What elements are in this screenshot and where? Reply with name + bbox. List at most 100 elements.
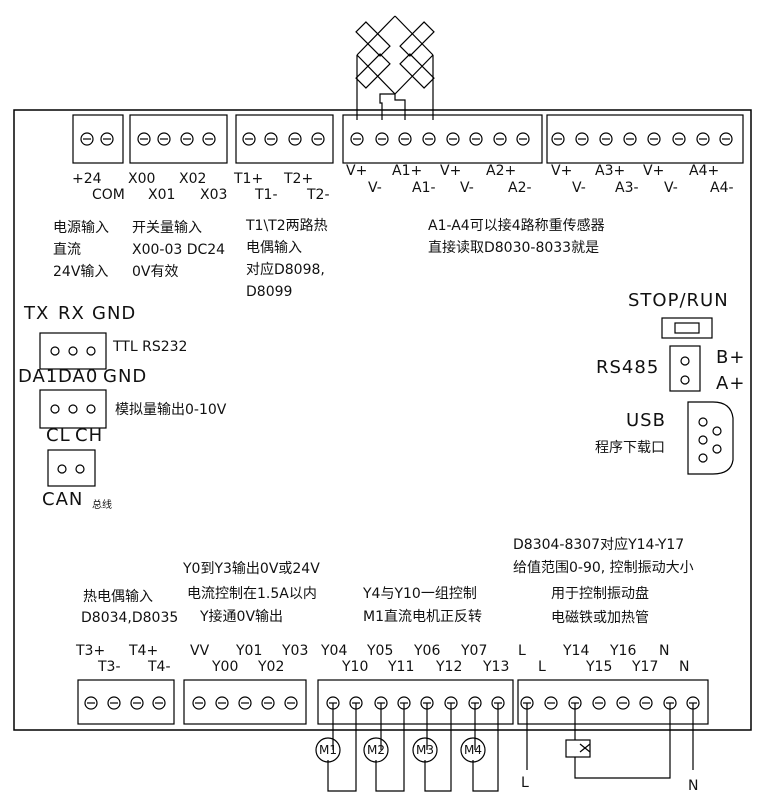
label-y12: Y12	[436, 659, 463, 675]
note-weigh-2: 直接读取D8030-8033就是	[428, 240, 600, 256]
right-connectors	[661, 317, 734, 475]
motor-m3	[412, 737, 438, 763]
connector-pin	[86, 404, 96, 414]
label-stop-run: STOP/RUN	[628, 290, 729, 311]
note-t34-2: D8034,D8035	[81, 610, 179, 626]
label-analog-output: 模拟量输出0-10V	[115, 402, 227, 418]
label-t4m: T4-	[148, 659, 171, 675]
label-ch: CH	[75, 425, 104, 446]
connector-pin	[50, 346, 60, 356]
stop-run-lever	[674, 322, 700, 334]
label-t4p: T4+	[129, 643, 159, 659]
label-y15: Y15	[586, 659, 613, 675]
label-s2-a3m: A3-	[615, 180, 639, 196]
label-l-top: L	[518, 643, 526, 659]
load-cell-bridge	[355, 15, 435, 120]
label-x02: X02	[179, 171, 207, 187]
label-y00: Y00	[212, 659, 239, 675]
label-y13: Y13	[483, 659, 510, 675]
label-s1-a2m: A2-	[508, 180, 532, 196]
can-connector	[47, 449, 96, 487]
label-y16: Y16	[610, 643, 637, 659]
supply-label-l: L	[521, 775, 529, 791]
note-power-3: 24V输入	[53, 264, 109, 280]
label-s1-a1p: A1+	[392, 163, 423, 179]
label-cl: CL	[46, 425, 71, 446]
label-s1-a1m: A1-	[412, 180, 436, 196]
ttl-connector	[39, 332, 107, 370]
label-l-bottom: L	[538, 659, 546, 675]
label-usb: USB	[626, 410, 666, 431]
label-y11: Y11	[388, 659, 415, 675]
label-s2-vm2: V-	[664, 180, 678, 196]
label-plus24: +24	[72, 171, 102, 187]
label-gnd-analog: GND	[103, 366, 148, 387]
label-t3p: T3+	[76, 643, 106, 659]
label-s2-a3p: A3+	[595, 163, 626, 179]
motor-label-m4: M4	[464, 743, 482, 757]
usb-connector	[687, 401, 734, 475]
note-y03-3: Y接通0V输出	[200, 609, 284, 625]
label-can-bus: 总线	[92, 500, 112, 511]
label-s1-vm1: V-	[368, 180, 382, 196]
label-x00: X00	[128, 171, 156, 187]
note-thermo-4: D8099	[246, 284, 293, 300]
label-s1-vp1: V+	[346, 163, 368, 179]
terminal-screws	[80, 132, 733, 710]
label-vv: VV	[190, 643, 210, 659]
motor-m2	[363, 737, 389, 763]
label-y10: Y10	[342, 659, 369, 675]
label-t1p: T1+	[234, 171, 264, 187]
label-s2-vp1: V+	[551, 163, 573, 179]
label-y14: Y14	[563, 643, 590, 659]
label-s2-a4p: A4+	[689, 163, 720, 179]
note-switch-2: X00-03 DC24	[132, 242, 226, 258]
label-s1-vm2: V-	[460, 180, 474, 196]
note-power-2: 直流	[53, 242, 81, 258]
note-power-1: 电源输入	[53, 220, 109, 236]
label-ttl-rs232: TTL RS232	[113, 339, 188, 355]
left-connectors	[39, 332, 107, 487]
label-t1m: T1-	[255, 187, 278, 203]
note-y410-2: M1直流电机正反转	[363, 609, 482, 625]
label-x03: X03	[200, 187, 228, 203]
label-s2-vp2: V+	[643, 163, 665, 179]
note-t34-1: 热电偶输入	[83, 589, 153, 605]
label-y01: Y01	[236, 643, 263, 659]
label-gnd-ttl: GND	[92, 303, 137, 324]
label-y06: Y06	[414, 643, 441, 659]
label-y05: Y05	[367, 643, 394, 659]
analog-connector	[39, 389, 107, 429]
connector-pin	[86, 346, 96, 356]
label-t2p: T2+	[284, 171, 314, 187]
label-da1: DA1	[18, 366, 59, 387]
label-x01: X01	[148, 187, 176, 203]
note-y14-3: 用于控制振动盘	[551, 586, 649, 602]
note-y03-1: Y0到Y3输出0V或24V	[183, 561, 320, 577]
label-s2-vm1: V-	[572, 180, 586, 196]
label-y17: Y17	[632, 659, 659, 675]
note-y14-1: D8304-8307对应Y14-Y17	[513, 537, 685, 553]
motor-label-m3: M3	[416, 743, 434, 757]
note-switch-3: 0V有效	[132, 264, 179, 280]
stop-run-switch	[661, 317, 713, 339]
connector-pin	[50, 404, 60, 414]
label-s1-vp2: V+	[440, 163, 462, 179]
label-s1-a2p: A2+	[486, 163, 517, 179]
label-usb-download: 程序下载口	[595, 440, 665, 456]
label-n-bottom: N	[679, 659, 690, 675]
label-y04: Y04	[321, 643, 348, 659]
label-can: CAN	[42, 489, 84, 510]
connector-pins	[50, 346, 96, 474]
note-thermo-2: 电偶输入	[246, 240, 302, 256]
label-rs485: RS485	[596, 357, 660, 378]
rs485-connector	[669, 345, 701, 392]
connector-pin	[75, 464, 85, 474]
label-y03: Y03	[282, 643, 309, 659]
label-y02: Y02	[258, 659, 285, 675]
motor-label-m2: M2	[367, 743, 385, 757]
motor-label-m1: M1	[319, 743, 337, 757]
terminal-blocks	[72, 114, 744, 725]
note-y410-1: Y4与Y10一组控制	[363, 586, 477, 602]
note-thermo-1: T1\T2两路热	[246, 218, 328, 234]
